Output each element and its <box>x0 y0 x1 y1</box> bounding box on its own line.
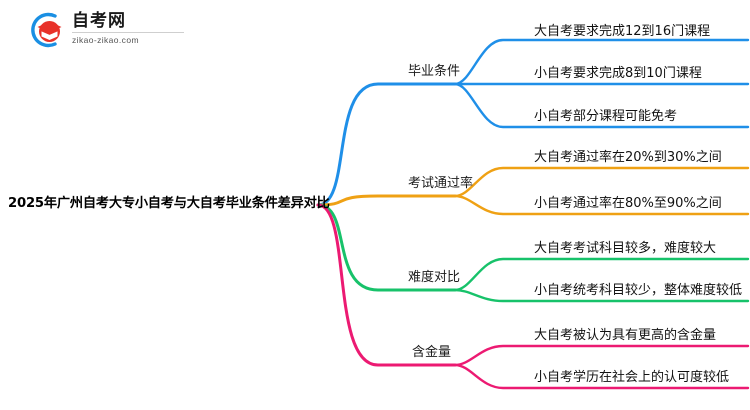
connector-path <box>453 82 750 129</box>
branch-node[interactable]: 毕业条件 <box>408 64 461 79</box>
connector-path <box>453 363 750 390</box>
leaf-node[interactable]: 小自考统考科目较少，整体难度较低 <box>534 283 743 298</box>
leaf-node[interactable]: 小自考部分课程可能免考 <box>534 109 678 124</box>
leaf-node[interactable]: 大自考考试科目较多，难度较大 <box>534 241 717 256</box>
logo-title: 自考网 <box>72 11 126 31</box>
connector-path <box>316 203 457 367</box>
connector-path <box>453 166 750 198</box>
connector-path <box>453 257 750 292</box>
connector-path <box>316 82 457 207</box>
connector-path <box>453 344 750 367</box>
leaf-node[interactable]: 大自考通过率在20%到30%之间 <box>534 150 722 165</box>
leaf-node[interactable]: 小自考学历在社会上的认可度较低 <box>534 370 730 385</box>
branch-node[interactable]: 考试通过率 <box>408 176 474 191</box>
branch-node[interactable]: 难度对比 <box>408 270 461 285</box>
leaf-node[interactable]: 大自考被认为具有更高的含金量 <box>534 328 717 343</box>
logo-mark-icon <box>31 12 62 48</box>
connector-path <box>316 203 457 292</box>
logo-url: zikao-zikao.com <box>72 32 184 46</box>
connector-path <box>453 38 750 86</box>
logo-text-block: 自考网 zikao-zikao.com <box>72 11 192 46</box>
leaf-node[interactable]: 小自考通过率在80%至90%之间 <box>534 196 722 211</box>
branch-node[interactable]: 含金量 <box>412 345 452 360</box>
leaf-node[interactable]: 大自考要求完成12到16门课程 <box>534 24 711 39</box>
connector-path <box>316 194 457 207</box>
leaf-node[interactable]: 小自考要求完成8到10门课程 <box>534 66 702 81</box>
root-node[interactable]: 2025年广州自考大专小自考与大自考毕业条件差异对比 <box>8 196 330 211</box>
connector-path <box>453 194 750 216</box>
connector-path <box>453 288 750 303</box>
site-logo[interactable]: 自考网 zikao-zikao.com <box>28 10 198 50</box>
